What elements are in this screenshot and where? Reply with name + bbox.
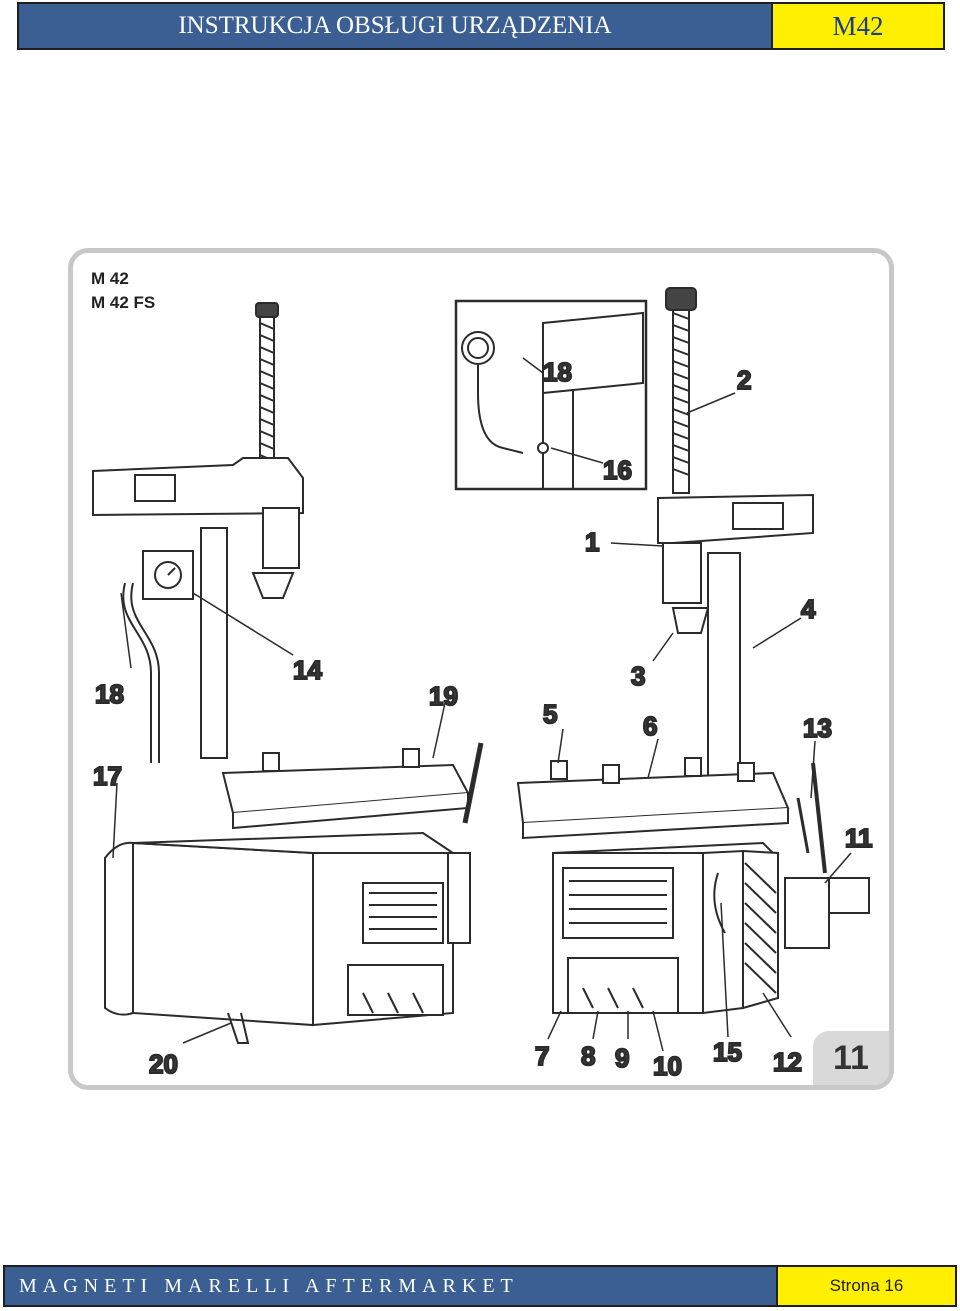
leader-lines bbox=[112, 357, 852, 1052]
footer-brand: MAGNETI MARELLI AFTERMARKET bbox=[5, 1267, 778, 1305]
callout-18-inset: 18 bbox=[543, 357, 572, 387]
callout-18: 18 bbox=[95, 679, 124, 709]
callout-5: 5 bbox=[543, 699, 557, 729]
callout-20: 20 bbox=[149, 1049, 178, 1079]
callout-8: 8 bbox=[581, 1041, 595, 1071]
callout-9: 9 bbox=[615, 1043, 629, 1073]
right-machine bbox=[516, 287, 870, 1015]
callout-3: 3 bbox=[631, 661, 645, 691]
figure-number: 11 bbox=[813, 1031, 889, 1085]
callout-2: 2 bbox=[737, 365, 751, 395]
callout-13: 13 bbox=[803, 713, 832, 743]
callout-12: 12 bbox=[773, 1047, 802, 1077]
model-label-m42fs: M 42 FS bbox=[91, 293, 156, 312]
callout-19: 19 bbox=[429, 681, 458, 711]
detail-inset bbox=[454, 299, 648, 491]
left-machine bbox=[92, 302, 484, 1044]
callout-7: 7 bbox=[535, 1041, 549, 1071]
model-badge: M42 bbox=[773, 4, 943, 48]
callout-17: 17 bbox=[93, 761, 122, 791]
callout-15: 15 bbox=[713, 1037, 742, 1067]
model-labels: M 42 M 42 FS bbox=[91, 267, 155, 315]
callout-14: 14 bbox=[293, 655, 322, 685]
page-header: INSTRUKCJA OBSŁUGI URZĄDZENIA M42 bbox=[17, 2, 945, 50]
page-number: Strona 16 bbox=[778, 1267, 955, 1305]
callout-4: 4 bbox=[801, 594, 816, 624]
document-title: INSTRUKCJA OBSŁUGI URZĄDZENIA bbox=[19, 4, 773, 48]
callout-1: 1 bbox=[585, 527, 599, 557]
callout-6: 6 bbox=[643, 711, 657, 741]
model-label-m42: M 42 bbox=[91, 269, 129, 288]
callout-16: 16 bbox=[603, 455, 632, 485]
callout-10: 10 bbox=[653, 1051, 682, 1081]
machine-drawing: 1 2 3 4 5 6 7 8 9 10 11 12 13 14 15 16 1… bbox=[92, 287, 874, 1082]
page-footer: MAGNETI MARELLI AFTERMARKET Strona 16 bbox=[3, 1265, 957, 1307]
machine-diagram: M 42 M 42 FS bbox=[68, 248, 894, 1090]
callout-11: 11 bbox=[845, 823, 873, 853]
